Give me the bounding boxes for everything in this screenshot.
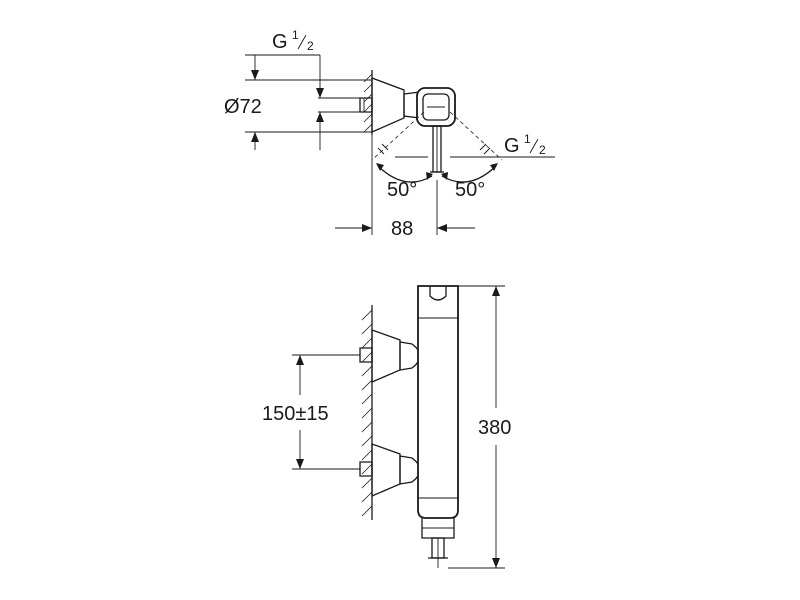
top-view: G 1 2 Ø72 G 1 2 50° 50° 88	[224, 28, 555, 240]
lower-rosette	[371, 443, 401, 497]
thread-top-base: G	[272, 31, 288, 53]
thread-label-top: G 1 2	[272, 28, 314, 53]
top-handle-inner	[422, 93, 450, 121]
upper-rosette	[371, 329, 401, 383]
thread-top-num: 1	[292, 28, 299, 42]
centre-distance-label: 150±15	[262, 403, 329, 425]
angle-label-right: 50°	[455, 179, 485, 201]
bar-top-notch	[429, 286, 447, 301]
thread-label-right: G 1 2	[504, 132, 546, 157]
top-rosette	[371, 77, 405, 133]
top-angle-axis-right	[449, 111, 503, 161]
upper-stub	[359, 347, 373, 363]
thread-right-num: 1	[524, 132, 531, 146]
projection-label: 88	[391, 218, 413, 240]
front-view: 150±15 380	[262, 285, 511, 569]
front-wall-hatch	[361, 305, 373, 520]
lower-stub	[359, 461, 373, 477]
top-connection-stub	[359, 97, 373, 113]
lower-eccentric	[399, 455, 421, 485]
thermostat-bar	[417, 285, 459, 519]
thread-top-den: 2	[307, 39, 314, 53]
upper-eccentric	[399, 341, 421, 371]
thread-right-den: 2	[539, 143, 546, 157]
angle-label-left: 50°	[387, 179, 417, 201]
height-label: 380	[478, 417, 511, 439]
top-angle-axis-left	[371, 111, 425, 161]
diameter-label: Ø72	[224, 96, 262, 118]
thread-right-base: G	[504, 135, 520, 157]
